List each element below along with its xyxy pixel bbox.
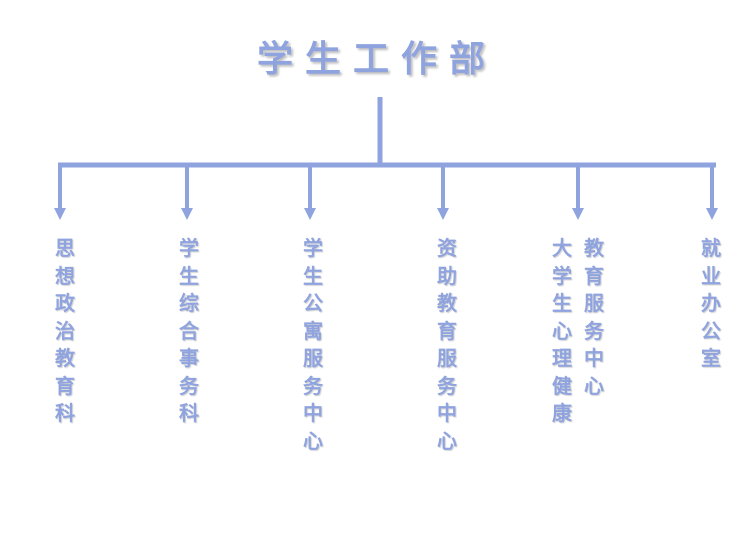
dept-mental-health: 大 学 生 心 理 健 康 教 育 服 务 中 心: [551, 235, 605, 428]
dept-label-column: 大 学 生 心 理 健 康: [552, 236, 572, 425]
dept-label-column: 学 生 公 寓 服 务 中 心: [303, 236, 323, 453]
dept-label-column: 学 生 综 合 事 务 科: [179, 236, 199, 425]
dept-student-affairs: 学 生 综 合 事 务 科: [178, 235, 200, 428]
arrowhead-1: [54, 208, 66, 220]
arrowhead-6: [706, 208, 718, 220]
arrowhead-4: [437, 208, 449, 220]
dept-label-column: 就 业 办 公 室: [701, 236, 721, 370]
dept-ideology-education: 思 想 政 治 教 育 科: [54, 235, 76, 428]
org-title: 学生工作部: [256, 38, 497, 80]
dept-employment-office: 就 业 办 公 室: [700, 235, 722, 373]
dept-dormitory-service: 学 生 公 寓 服 务 中 心: [302, 235, 324, 455]
dept-label-column: 资 助 教 育 服 务 中 心: [437, 236, 457, 453]
dept-financial-aid: 资 助 教 育 服 务 中 心: [436, 235, 458, 455]
dept-label-column: 思 想 政 治 教 育 科: [55, 236, 75, 425]
arrowhead-5: [572, 208, 584, 220]
dept-label-column: 教 育 服 务 中 心: [584, 236, 604, 398]
arrowhead-2: [181, 208, 193, 220]
arrowhead-3: [304, 208, 316, 220]
